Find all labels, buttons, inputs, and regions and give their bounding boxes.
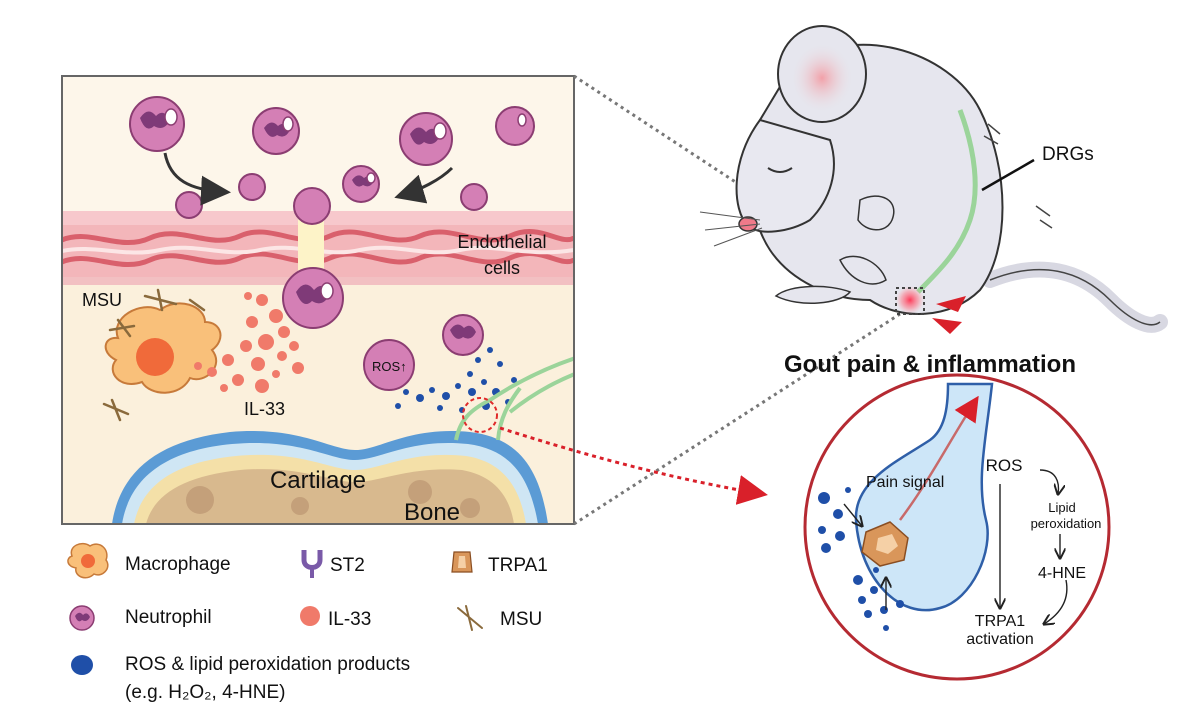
endothelial-label-2: cells <box>484 258 520 278</box>
legend-il33-icon <box>300 606 320 626</box>
legend-neutrophil-label: Neutrophil <box>125 607 212 628</box>
legend-st2-label: ST2 <box>330 555 365 576</box>
pain-signal-label: Pain signal <box>866 474 944 491</box>
bone-label: Bone <box>404 499 460 526</box>
legend-trpa1-label: TRPA1 <box>488 555 548 576</box>
trpa1-channel <box>861 521 909 567</box>
panel-frame <box>61 75 575 525</box>
mouse-illustration <box>699 25 1168 334</box>
trpa1-activation-label-2: activation <box>966 631 1034 648</box>
legend-msu-icon <box>457 605 483 631</box>
msu-label: MSU <box>82 290 122 310</box>
legend-macrophage-icon <box>67 542 109 579</box>
il33-label: IL-33 <box>244 399 285 419</box>
il33-dots <box>194 292 304 393</box>
legend-macrophage-label: Macrophage <box>125 554 231 575</box>
lipid-label-1: Lipid <box>1048 500 1075 515</box>
cartilage-label: Cartilage <box>270 467 366 494</box>
endothelial-label-1: Endothelial <box>457 232 546 252</box>
legend-trpa1-icon <box>451 551 473 573</box>
drgs-label: DRGs <box>1042 144 1094 165</box>
main-title: Gout pain & inflammation <box>784 351 1076 378</box>
legend-il33-label: IL-33 <box>328 609 371 630</box>
legend-ros-label-1: ROS & lipid peroxidation products <box>125 654 410 675</box>
inset-ros-label: ROS <box>986 456 1023 475</box>
joint <box>112 431 548 524</box>
trpa1-activation-label-1: TRPA1 <box>975 613 1025 630</box>
legend-ros-icon <box>71 655 93 675</box>
tissue-panel <box>62 76 574 524</box>
legend-ros-label-2: (e.g. H₂O₂, 4-HNE) <box>125 682 285 703</box>
nerve-fibers <box>454 356 574 441</box>
legend-st2-icon <box>301 550 323 578</box>
legend <box>67 542 483 675</box>
legend-neutrophil-icon <box>69 605 95 631</box>
msu-crystals <box>102 288 206 422</box>
lipid-label-2: peroxidation <box>1031 516 1102 531</box>
hne-label: 4-HNE <box>1038 565 1086 582</box>
inset-circle <box>803 373 1111 681</box>
ros-label: ROS↑ <box>372 359 407 374</box>
legend-msu-label: MSU <box>500 609 542 630</box>
